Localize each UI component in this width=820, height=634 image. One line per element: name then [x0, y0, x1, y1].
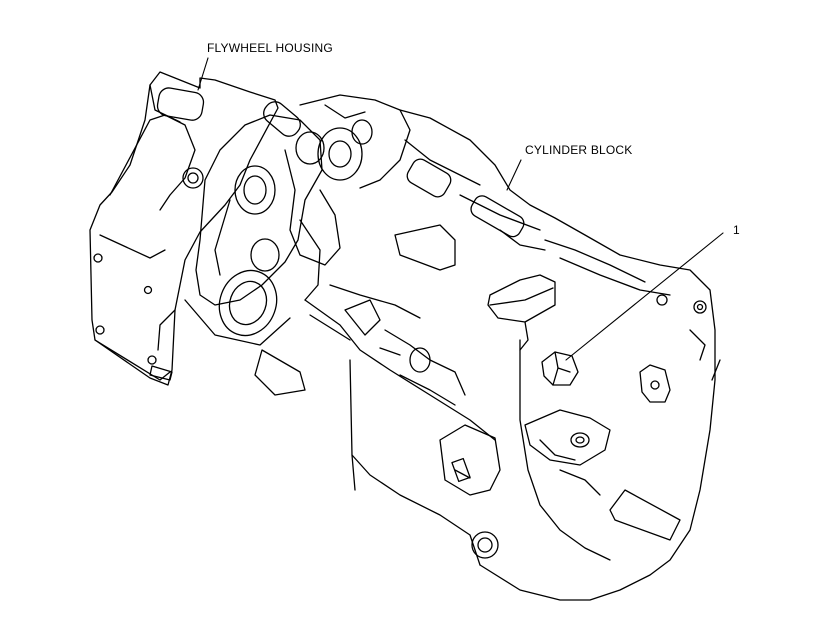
flywheel-housing — [89, 71, 279, 386]
cylinder-block-label: CYLINDER BLOCK — [525, 143, 633, 157]
upper-bosses — [284, 94, 411, 266]
cylinder-block — [394, 109, 721, 601]
flywheel-housing-label: FLYWHEEL HOUSING — [207, 41, 333, 55]
linkage — [329, 284, 466, 406]
item-1-label: 1 — [733, 223, 740, 237]
front-cover — [184, 101, 323, 346]
lower-block — [254, 299, 681, 566]
leader-lines — [197, 57, 724, 361]
flywheel-housing-leader — [197, 57, 209, 91]
cylinder-block-leader — [506, 159, 522, 191]
bolt-item-1 — [541, 351, 579, 386]
item-1-leader — [565, 232, 724, 361]
mounting-bracket — [439, 274, 611, 561]
